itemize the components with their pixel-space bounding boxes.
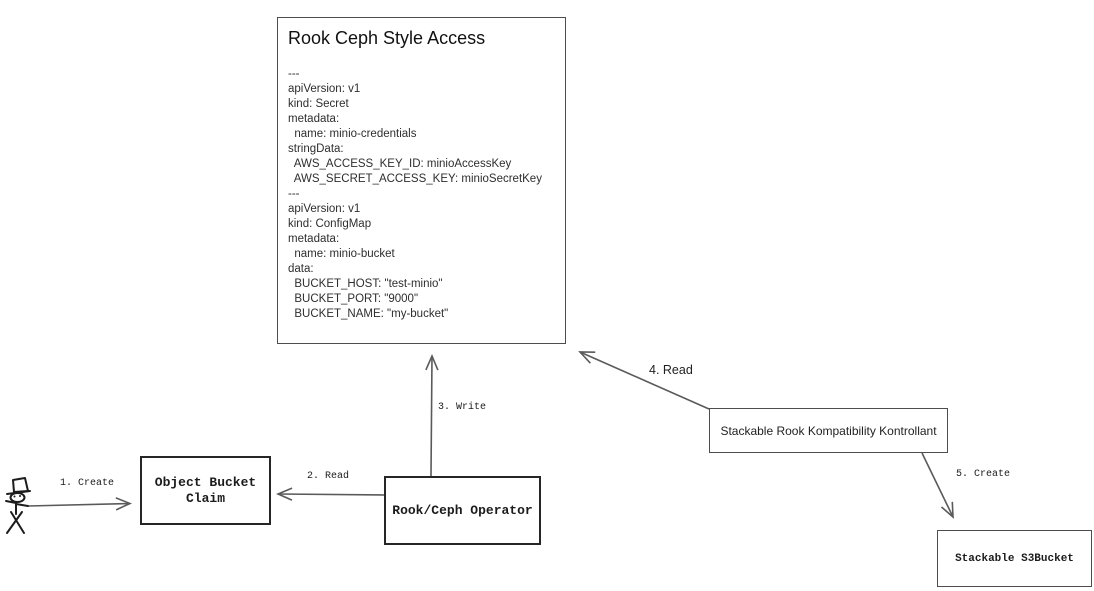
node-rook-ceph-style-access: Rook Ceph Style Access --- apiVersion: v… [277, 17, 566, 344]
node-title: Rook Ceph Style Access [288, 28, 486, 48]
arrow-label-write-manifests: 3. Write [438, 402, 487, 413]
arrow-read-manifests [580, 352, 710, 410]
arrow-create-obc [27, 504, 130, 507]
arrow-label-read-obc: 2. Read [307, 471, 350, 482]
node-label: Stackable Rook Kompatibility Kontrollant [720, 423, 937, 438]
arrow-label-create-s3bucket: 5. Create [956, 469, 1011, 480]
yaml-manifest-text: --- apiVersion: v1 kind: Secret metadata… [288, 68, 542, 320]
node-label: Stackable S3Bucket [955, 552, 1074, 565]
node-stackable-s3bucket: Stackable S3Bucket [937, 530, 1092, 587]
node-object-bucket-claim: Object Bucket Claim [140, 456, 271, 525]
arrow-write-manifests [431, 356, 432, 477]
user-stick-figure-icon [5, 477, 31, 534]
arrow-label-create-obc: 1. Create [60, 478, 115, 489]
arrow-label-read-manifests: 4. Read [649, 363, 693, 377]
node-rook-ceph-operator: Rook/Ceph Operator [384, 476, 541, 545]
arrow-read-obc [278, 494, 385, 495]
node-stackable-kontrollant: Stackable Rook Kompatibility Kontrollant [709, 408, 948, 453]
arrow-create-s3bucket [921, 452, 953, 517]
node-label: Rook/Ceph Operator [392, 503, 533, 518]
node-label: Object Bucket Claim [154, 474, 257, 506]
